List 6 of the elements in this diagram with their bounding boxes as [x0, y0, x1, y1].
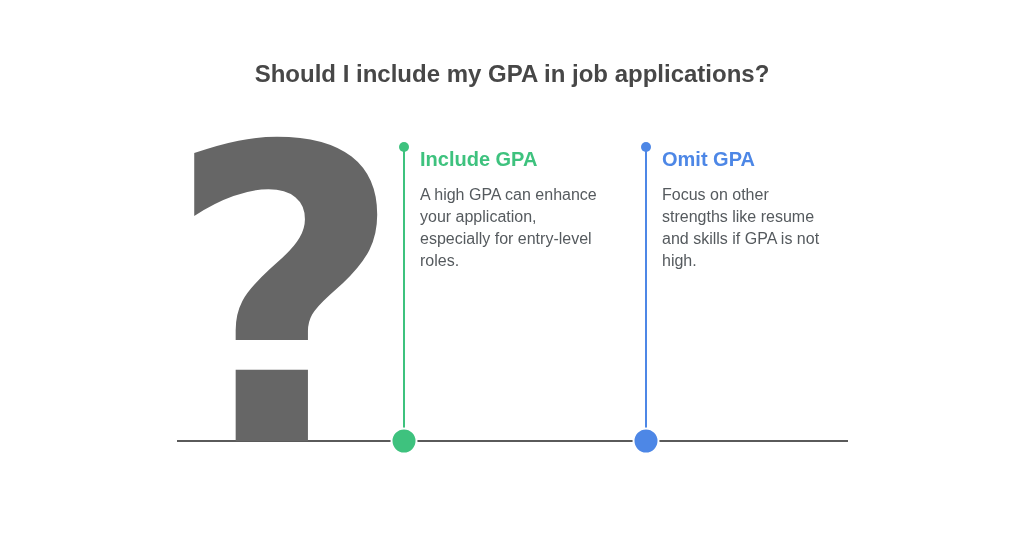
option-description: A high GPA can enhance your application, especially for entry-level roles. [420, 185, 598, 271]
option-heading: Include GPA [420, 147, 538, 172]
question-mark: ? [166, 94, 404, 504]
option-description: Focus on other strengths like resume and skills if GPA is not high. [662, 185, 821, 271]
title: Should I include my GPA in job applications? [253, 59, 771, 89]
option-heading: Omit GPA [662, 147, 755, 172]
